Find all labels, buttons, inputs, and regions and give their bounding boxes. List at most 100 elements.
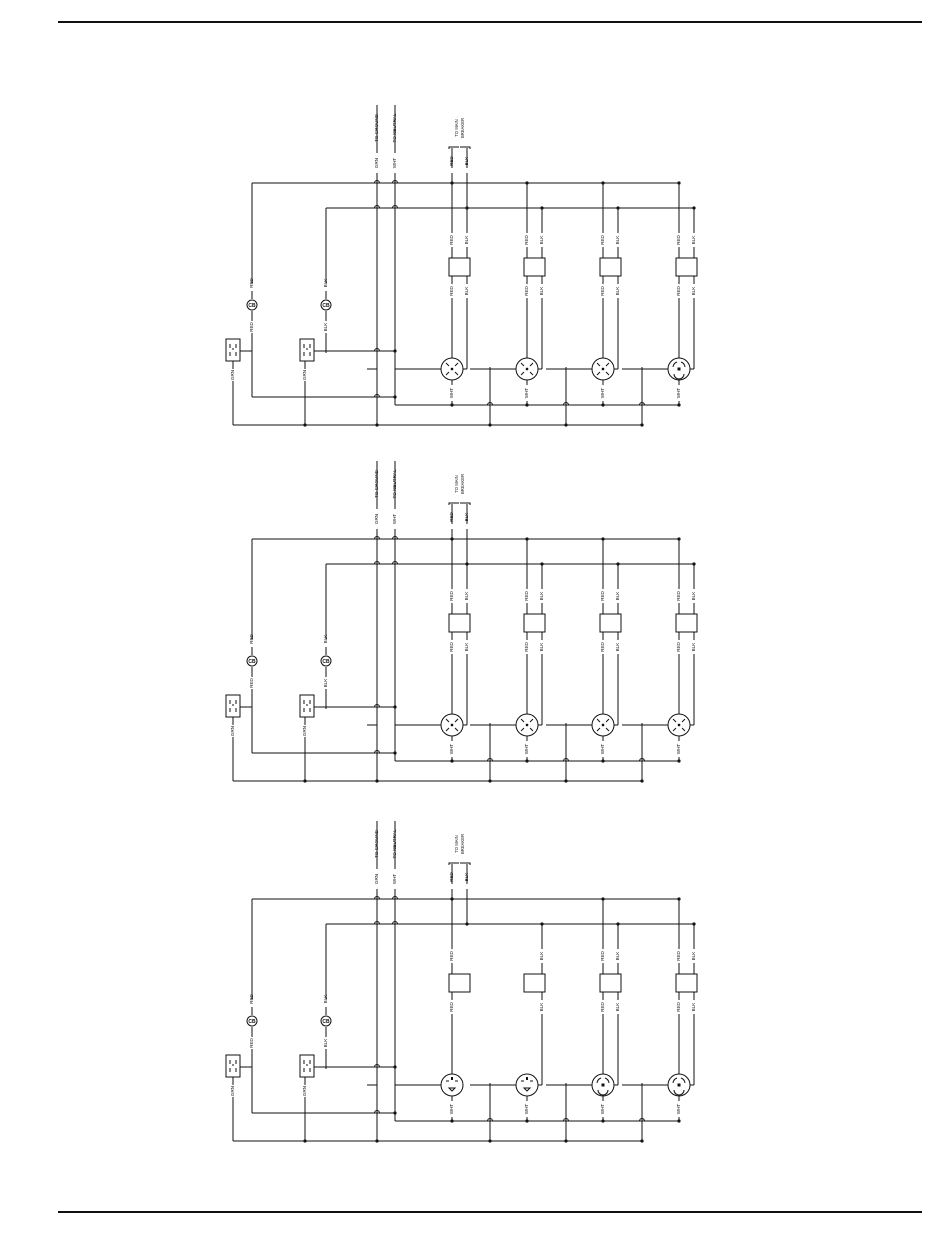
wire-label: BLK [323, 278, 328, 288]
junction-dot [640, 423, 644, 427]
wire-label: WHT [449, 744, 454, 755]
receptacle-slot [596, 718, 601, 723]
receptacle-slot [677, 723, 681, 727]
wire-crossover [563, 758, 569, 762]
junction-dot [393, 395, 397, 399]
wire-label: BLK [464, 286, 469, 296]
receptacle-slot [677, 367, 681, 371]
breaker-box [448, 613, 471, 633]
breaker-box [448, 973, 471, 993]
junction-dot [525, 403, 529, 407]
cb-label: CB [322, 303, 330, 309]
junction-dot [393, 349, 397, 353]
wire-label: RED [524, 590, 529, 600]
receptacle-icon [440, 713, 464, 737]
receptacle-slot [605, 371, 610, 376]
wire-label: RED [249, 677, 254, 687]
wire-label: RED [449, 950, 454, 960]
receptacle-slot [605, 718, 610, 723]
breaker-box [523, 613, 546, 633]
junction-dot [564, 423, 568, 427]
receptacle-slot [450, 723, 454, 727]
wire-label: RED [676, 234, 681, 244]
junction-dot [525, 1119, 529, 1123]
junction-dot [393, 751, 397, 755]
outlet-box [299, 338, 315, 362]
outlet-box [225, 694, 241, 718]
wire-label: RED [600, 950, 605, 960]
receptacle-slot [672, 727, 677, 732]
receptacle-slot [529, 727, 534, 732]
junction-dot [450, 1119, 454, 1123]
wire-label: BLK [539, 591, 544, 601]
wire-crossover [563, 402, 569, 406]
wire-label: BLK [691, 235, 696, 245]
receptacle-icon [440, 357, 464, 381]
cb-outline [246, 1015, 258, 1027]
wire-label: RED [676, 285, 681, 295]
receptacle-slot [445, 727, 450, 732]
wire-crossover [374, 561, 380, 565]
outlet-box [225, 1054, 241, 1078]
receptacle-slot [672, 1077, 678, 1084]
breaker-box [675, 613, 698, 633]
junction-dot [601, 1119, 605, 1123]
wire-label: WHT [392, 874, 397, 885]
receptacle-slot [601, 367, 605, 371]
receptacle-slot [596, 362, 601, 367]
wire-crossover [374, 921, 380, 925]
receptacle-slot [445, 362, 450, 367]
receptacle-slot [597, 1089, 609, 1096]
junction-dot [375, 779, 379, 783]
receptacle-slot [596, 1077, 602, 1084]
duplex-outlet-icon [299, 694, 315, 718]
duplex-outlet-icon [299, 338, 315, 362]
outlet-box [299, 1054, 315, 1078]
receptacle-slot [529, 362, 534, 367]
receptacle-slot [601, 1083, 605, 1087]
receptacle-slot [454, 718, 459, 723]
wire-crossover [392, 896, 398, 900]
junction-dot [640, 779, 644, 783]
receptacle-slot [451, 1077, 453, 1080]
wire-label: WHT [600, 744, 605, 755]
wire-crossover [392, 180, 398, 184]
wire-crossover [487, 402, 493, 406]
wire-crossover [487, 758, 493, 762]
receptacle-slot [445, 718, 450, 723]
wire-label: BLK [615, 642, 620, 652]
receptacle-icon [515, 1073, 539, 1097]
wire-label: GRN [374, 158, 379, 168]
wire-label: RED [449, 234, 454, 244]
wire-label: RED [676, 590, 681, 600]
wire-label: BLK [539, 642, 544, 652]
wire-label: RED [676, 1001, 681, 1011]
wire-label: WHT [449, 1104, 454, 1115]
wire-label: BLK [539, 951, 544, 961]
wire-label: RED [249, 993, 254, 1003]
wire-label: GRN [230, 370, 235, 380]
wire-label: BLK [615, 286, 620, 296]
bracket [448, 502, 471, 505]
receptacle-slot [681, 718, 686, 723]
wire-label: WHT [524, 1104, 529, 1115]
receptacle-slot [604, 1077, 610, 1084]
wire-label: RED [676, 641, 681, 651]
wire-label: BLK [691, 591, 696, 601]
wire-label: WHT [449, 388, 454, 399]
duplex-outlet-icon [225, 1054, 241, 1078]
wire-label: RED [249, 321, 254, 331]
receptacle-slot [680, 1077, 686, 1084]
wire-label: BLK [691, 642, 696, 652]
wire-label: BLK [323, 322, 328, 332]
receptacle-icon [591, 357, 615, 381]
receptacle-icon [667, 713, 691, 737]
receptacle-slot [520, 718, 525, 723]
wire-label: BLK [691, 1002, 696, 1012]
wire-label: BLK [464, 642, 469, 652]
junction-dot [640, 1139, 644, 1143]
wire-label: BLK [539, 286, 544, 296]
wire-label: RED [249, 277, 254, 287]
wire-label: RED [676, 950, 681, 960]
